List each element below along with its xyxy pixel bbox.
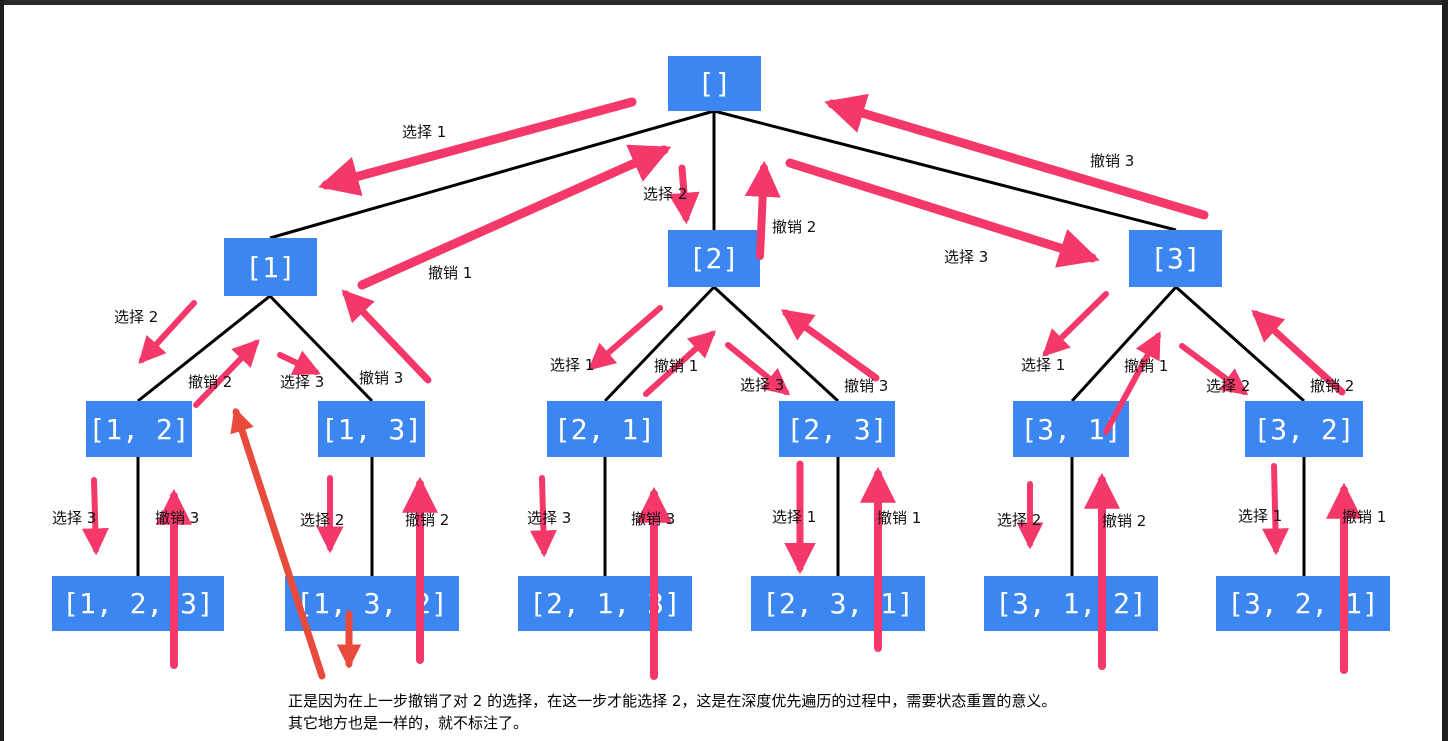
node-2-1-3: [2, 1, 3] xyxy=(518,576,692,631)
arrow-n3-undo-1 xyxy=(1103,331,1161,435)
label-n3-undo-2: 撤销 2 xyxy=(1310,377,1355,395)
label-n32-undo-1: 撤销 1 xyxy=(1342,508,1387,526)
arrow-n1-undo-2 xyxy=(193,339,260,408)
label-n12-select-3: 选择 3 xyxy=(52,509,97,527)
arrow-n12-select-3 xyxy=(81,477,109,556)
edge-2-23 xyxy=(712,285,840,403)
label-n1-select-2: 选择 2 xyxy=(114,308,159,326)
window-right-border xyxy=(1442,0,1448,741)
label-n2-undo-1: 撤销 1 xyxy=(654,357,699,375)
edge-root-3 xyxy=(713,109,1177,232)
arrow-select-2-top xyxy=(668,164,700,225)
node-1-2-3: [1, 2, 3] xyxy=(52,576,224,631)
node-1: [1] xyxy=(224,238,317,296)
tree-edges xyxy=(136,109,1306,576)
label-select-1-top: 选择 1 xyxy=(402,123,447,141)
label-n13-undo-2: 撤销 2 xyxy=(405,511,450,529)
label-n23-undo-1: 撤销 1 xyxy=(877,509,922,527)
label-undo-1-top: 撤销 1 xyxy=(428,264,473,282)
node-1-3: [1, 3] xyxy=(318,401,425,457)
label-n1-undo-3: 撤销 3 xyxy=(359,369,404,387)
edge-root-1 xyxy=(269,109,715,240)
arrow-n2-undo-3 xyxy=(780,309,880,382)
node-2-1: [2, 1] xyxy=(547,401,662,457)
arrow-n1-select-3 xyxy=(277,350,321,375)
label-undo-3-top: 撤销 3 xyxy=(1090,152,1135,170)
label-n3-select-1: 选择 1 xyxy=(1021,356,1066,374)
label-n3-undo-1: 撤销 1 xyxy=(1124,357,1169,375)
arrow-n2-undo-1 xyxy=(643,330,716,397)
arrow-select-1-top xyxy=(318,97,637,197)
node-1-2: [1, 2] xyxy=(86,401,192,457)
arrow-n21-select-3 xyxy=(529,475,557,558)
arrow-n3-select-1 xyxy=(1042,291,1109,357)
label-n3-select-2: 选择 2 xyxy=(1206,377,1251,395)
arrow-n3-undo-2 xyxy=(1251,309,1346,396)
node-3: [3] xyxy=(1129,230,1222,287)
edge-3-32 xyxy=(1175,285,1305,403)
edge-1-13 xyxy=(268,294,374,403)
label-n2-undo-3: 撤销 3 xyxy=(844,377,889,395)
arrow-n2-select-3 xyxy=(725,342,791,396)
label-n1-undo-2: 撤销 2 xyxy=(188,373,233,391)
label-undo-2-top: 撤销 2 xyxy=(772,218,817,236)
node-3-2-1: [3, 2, 1] xyxy=(1216,576,1390,631)
node-2: [2] xyxy=(668,230,760,287)
arrow-select-3-top xyxy=(785,158,1100,268)
arrow-n2-select-1 xyxy=(587,305,663,371)
node-3-2: [3, 2] xyxy=(1245,401,1363,457)
label-n32-select-1: 选择 1 xyxy=(1238,507,1283,525)
arrow-undo-1-top xyxy=(357,144,672,290)
label-n13-select-2: 选择 2 xyxy=(300,511,345,529)
node-root: [] xyxy=(668,56,761,111)
label-select-2-top: 选择 2 xyxy=(643,185,688,203)
label-n12-undo-3: 撤销 3 xyxy=(155,509,200,527)
arrow-n32-select-1 xyxy=(1261,463,1289,556)
label-n21-select-3: 选择 3 xyxy=(527,509,572,527)
window-top-strip xyxy=(0,0,1448,5)
label-n21-undo-3: 撤销 3 xyxy=(631,510,676,528)
arrow-n1-select-2 xyxy=(138,300,197,364)
label-n1-select-3: 选择 3 xyxy=(280,373,325,391)
edge-3-31 xyxy=(1070,285,1178,403)
arrow-undo-2-top xyxy=(744,160,781,260)
window-left-border xyxy=(0,0,4,741)
arrow-n3-select-2 xyxy=(1179,343,1249,396)
caption-line-1: 正是因为在上一步撤销了对 2 的选择，在这一步才能选择 2，这是在深度优先遍历的… xyxy=(288,692,1057,710)
label-n23-select-1: 选择 1 xyxy=(772,508,817,526)
node-3-1-2: [3, 1, 2] xyxy=(984,576,1158,631)
caption-line-2: 其它地方也是一样的，就不标注了。 xyxy=(288,714,529,732)
edge-1-12 xyxy=(137,294,271,403)
node-2-3: [2, 3] xyxy=(779,401,895,457)
caption: 正是因为在上一步撤销了对 2 的选择，在这一步才能选择 2，这是在深度优先遍历的… xyxy=(288,690,1056,734)
arrow-undo-3-top xyxy=(824,93,1209,220)
node-1-3-2: [1, 3, 2] xyxy=(285,576,459,631)
arrow-red-long xyxy=(230,407,326,680)
arrow-n1-undo-3 xyxy=(341,289,432,384)
edge-2-21 xyxy=(603,285,716,403)
label-n31-select-2: 选择 2 xyxy=(997,511,1042,529)
label-n2-select-1: 选择 1 xyxy=(550,356,595,374)
label-n31-undo-2: 撤销 2 xyxy=(1102,512,1147,530)
node-2-3-1: [2, 3, 1] xyxy=(751,576,925,631)
label-select-3-top: 选择 3 xyxy=(944,248,989,266)
label-n2-select-3: 选择 3 xyxy=(740,376,785,394)
